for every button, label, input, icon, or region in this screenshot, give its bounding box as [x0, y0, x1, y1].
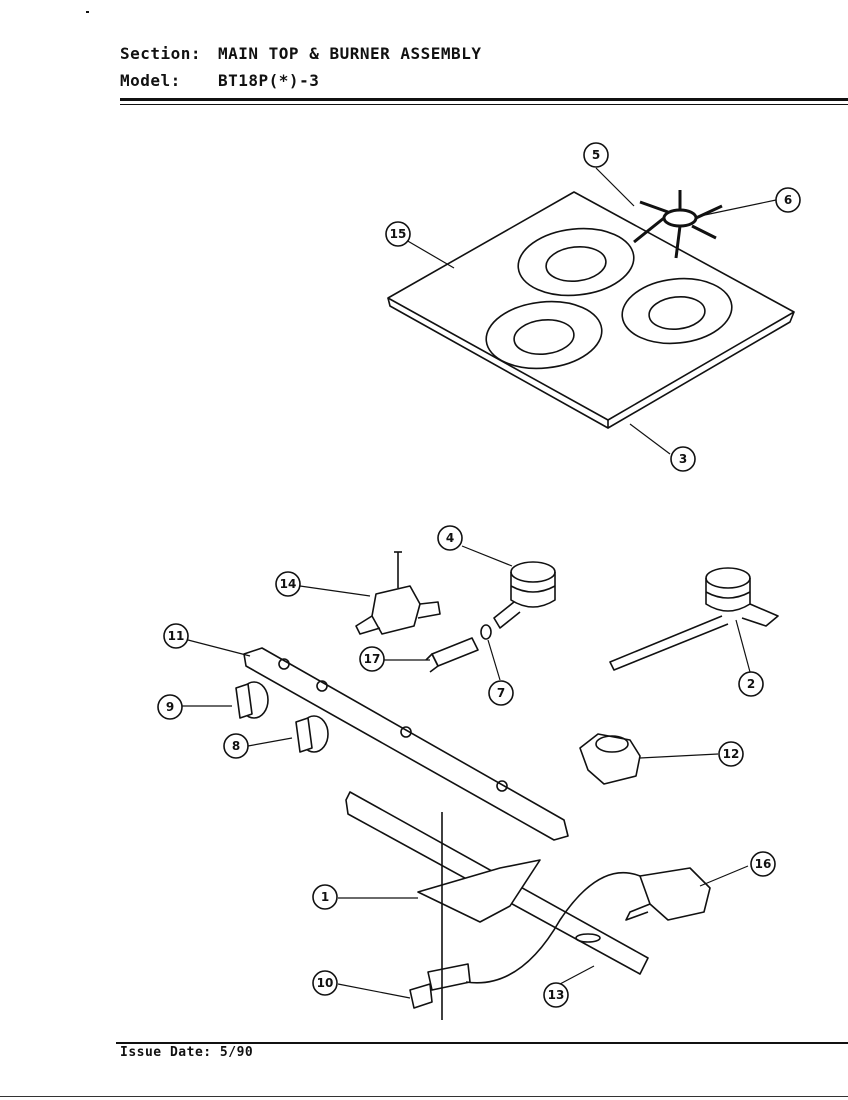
callout-17-label: 17 — [364, 652, 381, 666]
callout-14-label: 14 — [280, 577, 297, 591]
callout-12 — [718, 741, 744, 767]
callout-10 — [312, 970, 338, 996]
callout-4-label: 4 — [446, 531, 454, 545]
leader-lines — [182, 167, 777, 999]
callout-15-label: 15 — [390, 227, 407, 241]
pressure-regulator — [579, 733, 641, 785]
section-value: MAIN TOP & BURNER ASSEMBLY — [218, 44, 482, 63]
ignition-switch — [409, 963, 471, 1009]
model-value: BT18P(*)-3 — [218, 71, 320, 90]
orifice-hood — [425, 624, 492, 673]
callout-9-label: 9 — [166, 700, 174, 714]
burner-2 — [609, 567, 779, 671]
model-header: Model: BT18P(*)-3 — [120, 71, 319, 90]
callout-11 — [163, 623, 189, 649]
issue-date: Issue Date: 5/90 — [120, 1045, 254, 1060]
burner-4 — [493, 561, 556, 629]
callout-17 — [359, 646, 385, 672]
callout-3-label: 3 — [679, 452, 687, 466]
header-rule-thin — [120, 104, 848, 105]
callout-3 — [670, 446, 696, 472]
callout-16-label: 16 — [755, 857, 772, 871]
gas-valve — [625, 867, 711, 921]
model-label: Model: — [120, 71, 181, 90]
page-bottom-rule — [0, 1096, 848, 1097]
manifold-bar — [243, 647, 569, 841]
callout-7-label: 7 — [497, 686, 505, 700]
section-header: Section: MAIN TOP & BURNER ASSEMBLY — [120, 44, 481, 63]
callout-16 — [750, 851, 776, 877]
section-label: Section: — [120, 44, 202, 63]
thermocouple-tube — [465, 871, 641, 984]
main-top-panel — [387, 191, 795, 429]
burner-bracket — [345, 791, 649, 1020]
callout-8 — [223, 733, 249, 759]
callout-7 — [488, 680, 514, 706]
callout-6-label: 6 — [784, 193, 792, 207]
burner-valve — [355, 551, 441, 635]
callout-14 — [275, 571, 301, 597]
callout-1-label: 1 — [321, 890, 329, 904]
header-rule-thick — [120, 98, 848, 101]
callout-6 — [775, 187, 801, 213]
footer-rule — [116, 1042, 848, 1044]
callout-10-label: 10 — [317, 976, 334, 990]
control-knob-9 — [235, 681, 269, 719]
scan-speck — [86, 11, 89, 13]
callout-13 — [543, 982, 569, 1008]
callout-5 — [583, 142, 609, 168]
callout-5-label: 5 — [592, 148, 600, 162]
callout-15 — [385, 221, 411, 247]
callout-8-label: 8 — [232, 739, 240, 753]
callout-12-label: 12 — [723, 747, 740, 761]
callout-13-label: 13 — [548, 988, 565, 1002]
callout-4 — [437, 525, 463, 551]
callout-9 — [157, 694, 183, 720]
callout-2 — [738, 671, 764, 697]
callout-2-label: 2 — [747, 677, 755, 691]
callout-1 — [312, 884, 338, 910]
callout-11-label: 11 — [168, 629, 185, 643]
burner-grate — [633, 190, 723, 259]
control-knob-8 — [295, 715, 329, 753]
